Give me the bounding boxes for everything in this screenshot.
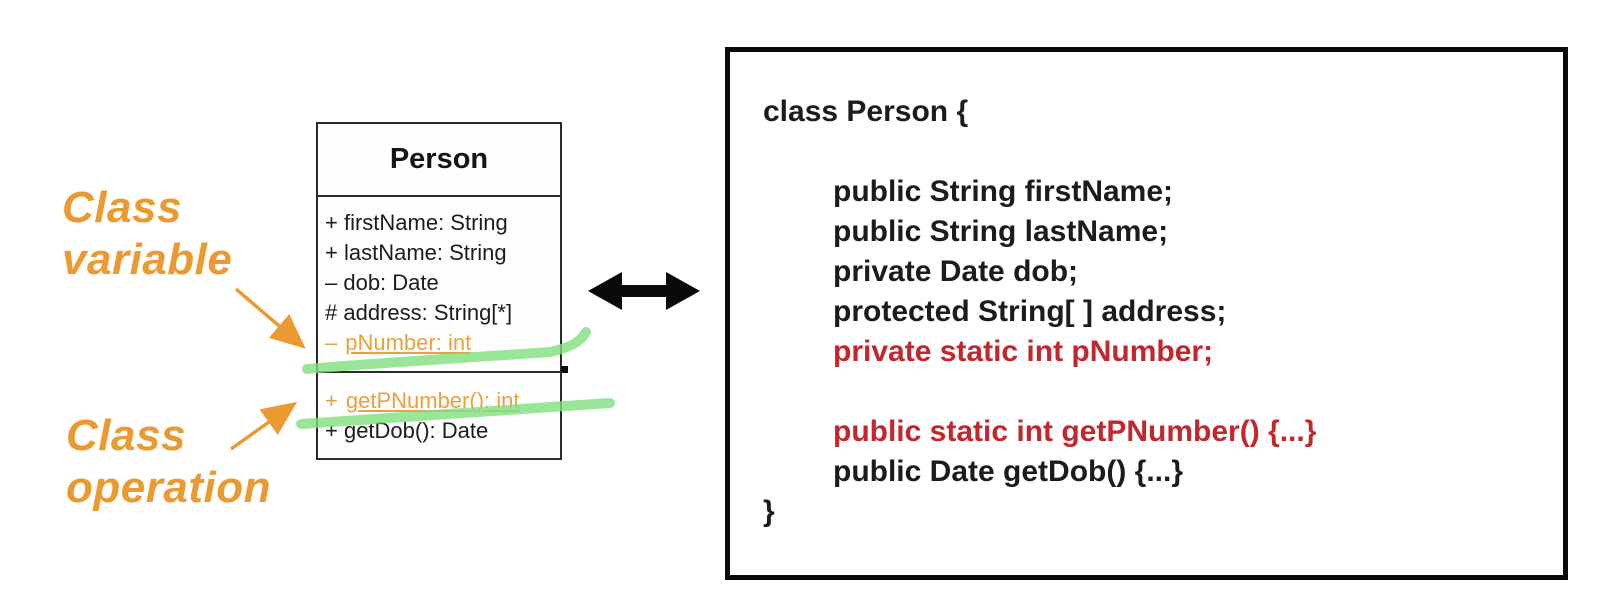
- uml-attribute-pnumber-highlighted: –pNumber: int: [325, 328, 560, 358]
- code-line-class-close: }: [763, 495, 775, 528]
- stray-dot: [561, 366, 568, 373]
- code-panel: class Person { public String firstName; …: [725, 47, 1568, 580]
- code-line-pnumber-static: private static int pNumber;: [833, 335, 1214, 368]
- uml-operation-getpnumber-highlighted: + getPNumber(): int: [325, 386, 560, 416]
- left-right-arrow-icon: [588, 272, 700, 310]
- code-line-blank: [763, 372, 1563, 412]
- visibility-symbol: –: [325, 330, 338, 355]
- class-variable-label-line2: variable: [62, 235, 233, 284]
- code-line-address: protected String[ ] address;: [833, 295, 1227, 328]
- uml-attribute-lastname: + lastName: String: [325, 240, 507, 265]
- code-line-blank: [763, 132, 1563, 172]
- class-variable-arrow-icon: [234, 287, 306, 349]
- uml-attribute-firstname: + firstName: String: [325, 210, 508, 235]
- uml-operation-getdob: + getDob(): Date: [325, 418, 489, 443]
- class-operation-label-line2: operation: [66, 463, 271, 512]
- code-line-dob: private Date dob;: [833, 255, 1079, 288]
- uml-class-box: Person + firstName: String + lastName: S…: [316, 122, 562, 460]
- code-line-getpnumber-static: public static int getPNumber() {...}: [833, 415, 1317, 448]
- uml-attributes-compartment: + firstName: String + lastName: String –…: [318, 197, 560, 373]
- visibility-symbol: +: [325, 388, 338, 413]
- uml-attribute-pnumber-text: pNumber: int: [345, 330, 472, 355]
- class-variable-label: Class variable: [62, 182, 232, 286]
- uml-attribute-address: # address: String[*]: [325, 300, 513, 325]
- uml-class-name: Person: [318, 124, 560, 197]
- uml-attribute-dob: – dob: Date: [325, 270, 439, 295]
- code-line-class-open: class Person {: [763, 95, 969, 128]
- code-line-lastname: public String lastName;: [833, 215, 1169, 248]
- code-line-getdob: public Date getDob() {...}: [833, 455, 1184, 488]
- class-variable-label-line1: Class: [62, 183, 182, 232]
- class-operation-label: Class operation: [66, 410, 271, 514]
- code-line-firstname: public String firstName;: [833, 175, 1174, 208]
- uml-operation-getpnumber-text: getPNumber(): int: [345, 388, 520, 413]
- class-operation-label-line1: Class: [66, 411, 186, 460]
- uml-operations-compartment: + getPNumber(): int + getDob(): Date: [318, 373, 560, 458]
